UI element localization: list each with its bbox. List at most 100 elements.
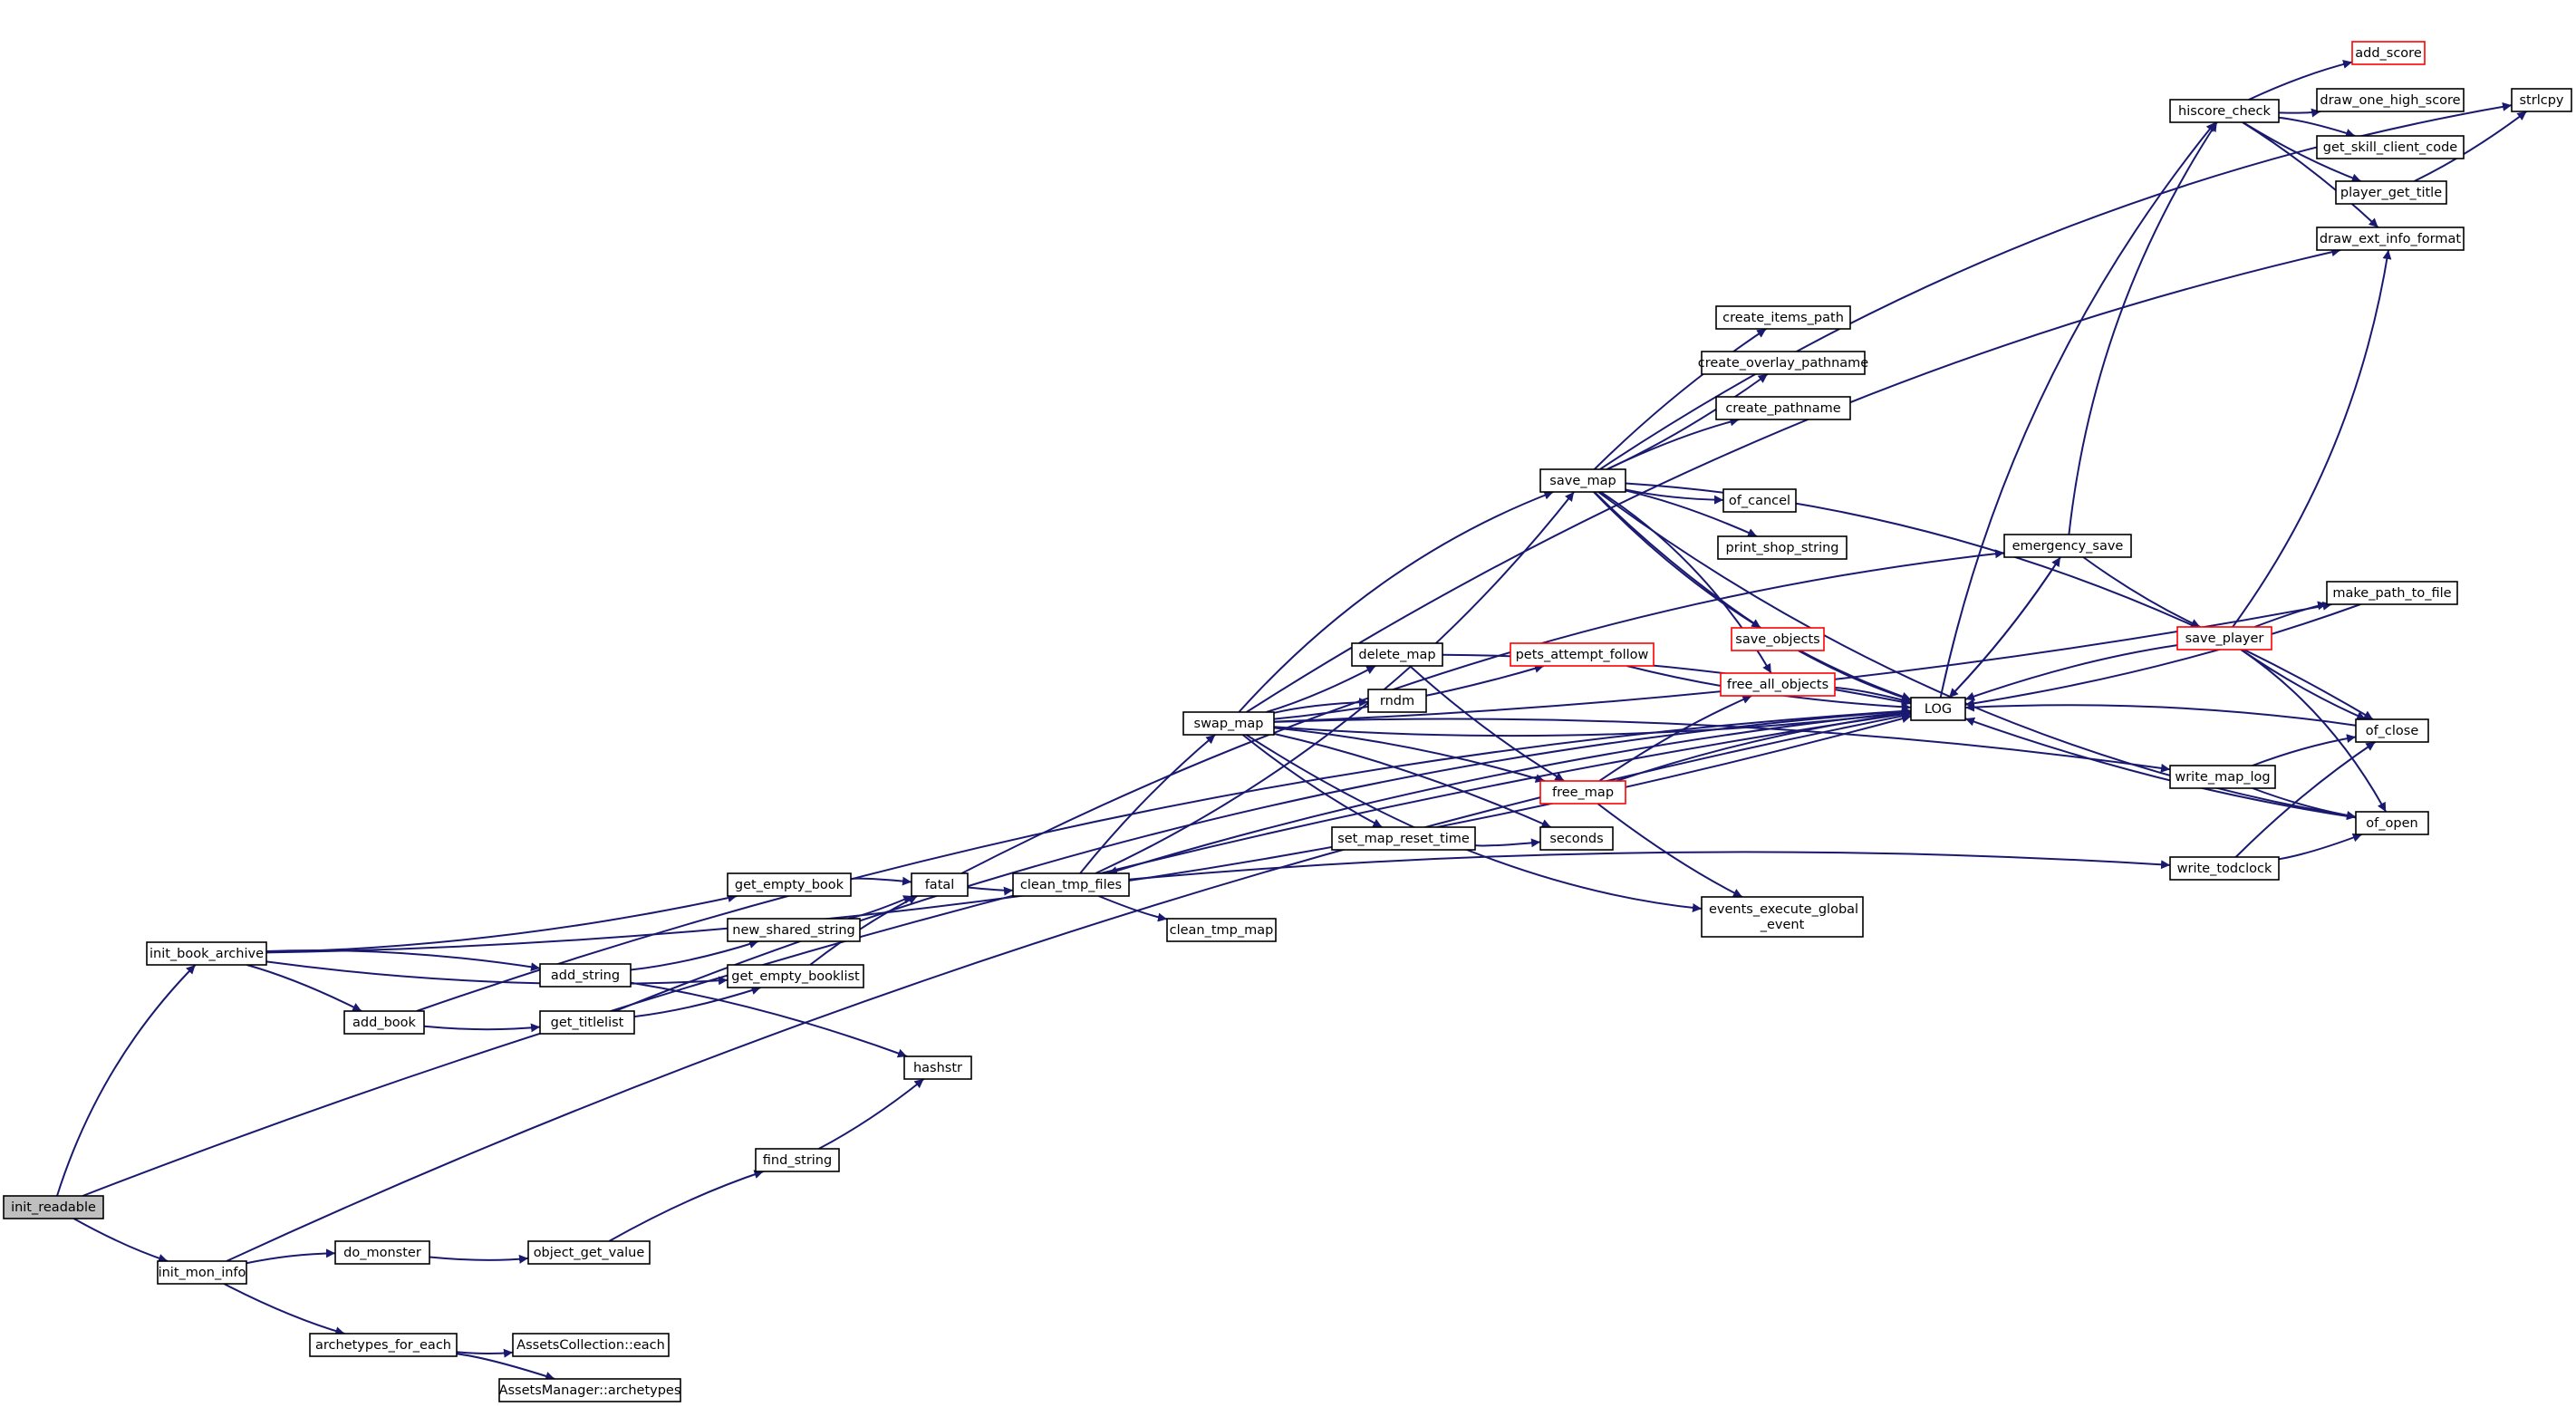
node-hashstr[interactable]: hashstr — [903, 1055, 972, 1080]
node-hiscore-check[interactable]: hiscore_check — [2169, 99, 2280, 123]
node-box-emergency-save — [2003, 534, 2132, 558]
edge-swap-map-to-write-map-log — [1273, 718, 2171, 773]
edge-delete-map-to-LOG — [1442, 653, 1912, 707]
edge-init-mon-info-to-LOG — [226, 711, 1912, 1262]
edge-LOG-to-emergency-save — [1948, 556, 2061, 699]
node-label-seconds: seconds — [1549, 832, 1603, 846]
node-archetypes-for-each[interactable]: archetypes_for_each — [309, 1333, 458, 1357]
node-find-string[interactable]: find_string — [755, 1148, 840, 1172]
node-write-todclock[interactable]: write_todclock — [2169, 856, 2280, 881]
node-save-objects[interactable]: save_objects — [1731, 627, 1825, 651]
node-emergency-save[interactable]: emergency_save — [2003, 534, 2132, 558]
node-init-readable[interactable]: init_readable — [3, 1195, 104, 1219]
edge-swap-map-to-rndm — [1273, 698, 1369, 714]
node-box-swap-map — [1182, 711, 1275, 736]
node-box-get-titlelist — [539, 1010, 635, 1035]
node-label-do-monster: do_monster — [343, 1246, 421, 1260]
edge-save-map-to-save-objects — [1593, 491, 1761, 629]
node-fatal[interactable]: fatal — [911, 872, 969, 897]
node-init-book-archive[interactable]: init_book_archive — [146, 941, 267, 966]
edge-init-readable-to-init-mon-info — [72, 1218, 169, 1263]
node-box-draw-ext-info-format — [2316, 226, 2465, 251]
node-box-save-map — [1539, 468, 1626, 493]
node-label-log: LOG — [1925, 702, 1952, 717]
node-box-of-cancel — [1722, 488, 1797, 513]
node-box-seconds — [1539, 826, 1614, 851]
edge-write-map-log-to-of-open — [2252, 787, 2357, 820]
node-get-titlelist[interactable]: get_titlelist — [539, 1010, 635, 1035]
node-strlcpy[interactable]: strlcpy — [2511, 88, 2572, 112]
node-label-get-titlelist: get_titlelist — [551, 1016, 624, 1030]
edge-swap-map-to-set-map-reset-time — [1241, 734, 1383, 828]
node-get-empty-book[interactable]: get_empty_book — [727, 872, 852, 897]
node-make-path-to-file[interactable]: make_path_to_file — [2326, 581, 2458, 605]
node-do-monster[interactable]: do_monster — [334, 1240, 430, 1265]
node-init-mon-info[interactable]: init_mon_info — [157, 1260, 247, 1285]
node-save-player[interactable]: save_player — [2176, 626, 2272, 650]
node-box-of-close — [2355, 718, 2429, 743]
node-label-make-path-to-file: make_path_to_file — [2332, 586, 2451, 601]
node-new-shared-string[interactable]: new_shared_string — [727, 918, 861, 942]
node-create-items-path[interactable]: create_items_path — [1715, 305, 1851, 330]
node-add-score[interactable]: add_score — [2351, 41, 2426, 65]
node-box-delete-map — [1351, 642, 1443, 667]
node-box-init-book-archive — [146, 941, 267, 966]
call-edges — [56, 60, 2528, 1381]
node-set-map-reset-time[interactable]: set_map_reset_time — [1331, 826, 1476, 851]
node-add-string[interactable]: add_string — [539, 963, 632, 988]
node-label-print-shop-string: print_shop_string — [1725, 541, 1838, 555]
node-save-map[interactable]: save_map — [1539, 468, 1626, 493]
node-assets-manager-archetypes[interactable]: AssetsManager::archetypes — [498, 1378, 681, 1402]
node-box-create-pathname — [1715, 396, 1851, 420]
node-assets-collection-each[interactable]: AssetsCollection::each — [512, 1333, 670, 1357]
node-create-pathname[interactable]: create_pathname — [1715, 396, 1851, 420]
node-label-archetypes-for-each: archetypes_for_each — [315, 1338, 451, 1353]
node-label-create-items-path: create_items_path — [1722, 311, 1844, 325]
node-label-hashstr: hashstr — [913, 1061, 962, 1075]
node-rndm[interactable]: rndm — [1367, 689, 1427, 713]
node-delete-map[interactable]: delete_map — [1351, 642, 1443, 667]
node-box-free-all-objects — [1720, 672, 1836, 697]
edge-free-map-to-LOG — [1616, 708, 1912, 782]
node-get-skill-client-code[interactable]: get_skill_client_code — [2316, 135, 2465, 159]
node-of-open[interactable]: of_open — [2355, 811, 2429, 835]
edge-LOG-to-clean-tmp-files — [1107, 710, 1912, 875]
node-label-swap-map: swap_map — [1194, 717, 1264, 731]
edge-hiscore-check-to-add-score — [2248, 60, 2353, 101]
node-label-new-shared-string: new_shared_string — [732, 923, 855, 938]
node-free-all-objects[interactable]: free_all_objects — [1720, 672, 1836, 697]
edge-write-todclock-to-of-close — [2234, 741, 2376, 858]
node-get-empty-booklist[interactable]: get_empty_booklist — [727, 964, 864, 988]
node-log[interactable]: LOG — [1910, 697, 1966, 721]
node-label-fatal: fatal — [925, 878, 955, 892]
edge-swap-map-to-draw-ext-info-format — [1246, 247, 2341, 713]
node-box-add-string — [539, 963, 632, 988]
node-draw-one-high-score[interactable]: draw_one_high_score — [2316, 88, 2465, 112]
node-clean-tmp-map[interactable]: clean_tmp_map — [1166, 918, 1277, 942]
edge-get-empty-booklist-to-fatal — [809, 895, 918, 966]
node-swap-map[interactable]: swap_map — [1182, 711, 1275, 736]
node-box-get-empty-booklist — [727, 964, 864, 988]
node-clean-tmp-files[interactable]: clean_tmp_files — [1012, 872, 1130, 897]
edge-save-map-to-strlcpy — [1599, 101, 2513, 470]
node-write-map-log[interactable]: write_map_log — [2169, 765, 2276, 789]
node-seconds[interactable]: seconds — [1539, 826, 1614, 851]
node-of-cancel[interactable]: of_cancel — [1722, 488, 1797, 513]
node-add-book[interactable]: add_book — [343, 1010, 425, 1035]
node-events-execute-global-event[interactable]: events_execute_global_event — [1701, 896, 1864, 938]
node-draw-ext-info-format[interactable]: draw_ext_info_format — [2316, 226, 2465, 251]
node-label-add-book: add_book — [352, 1016, 416, 1030]
node-box-get-skill-client-code — [2316, 135, 2465, 159]
edge-object-get-value-to-find-string — [608, 1170, 764, 1242]
edge-find-string-to-hashstr — [818, 1078, 925, 1150]
node-label-set-map-reset-time: set_map_reset_time — [1337, 832, 1470, 846]
node-player-get-title[interactable]: player_get_title — [2335, 180, 2447, 205]
edge-init-book-archive-to-add-book — [246, 964, 362, 1012]
node-pets-attempt-follow[interactable]: pets_attempt_follow — [1510, 642, 1655, 667]
node-create-overlay-pathname[interactable]: create_overlay_pathname — [1698, 351, 1869, 375]
node-free-map[interactable]: free_map — [1539, 780, 1626, 805]
node-print-shop-string[interactable]: print_shop_string — [1717, 535, 1848, 560]
node-object-get-value[interactable]: object_get_value — [527, 1240, 651, 1265]
node-label-create-overlay-pathname: create_overlay_pathname — [1698, 356, 1869, 371]
node-of-close[interactable]: of_close — [2355, 718, 2429, 743]
